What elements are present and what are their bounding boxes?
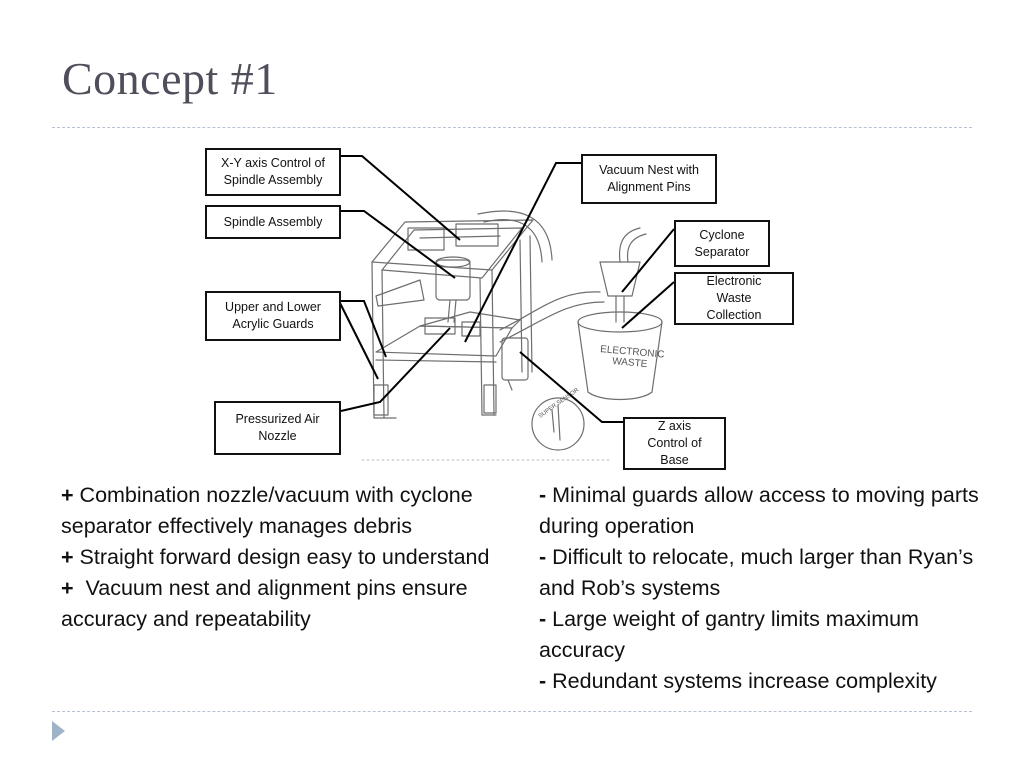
slide-bullet-arrow-icon: [52, 721, 65, 741]
top-divider: [52, 127, 972, 128]
leader-vacuum-nest: [464, 162, 581, 343]
pro-item: + Combination nozzle/vacuum with cyclone…: [61, 483, 473, 538]
con-item: - Minimal guards allow access to moving …: [539, 483, 979, 538]
callout-z-axis-control: Z axis Control of Base: [623, 417, 726, 470]
leader-spindle: [339, 210, 456, 279]
callout-xy-axis-control: X-Y axis Control of Spindle Assembly: [205, 148, 341, 196]
leader-nozzle: [340, 327, 451, 412]
page-title: Concept #1: [62, 53, 278, 104]
callout-acrylic-guards: Upper and Lower Acrylic Guards: [205, 291, 341, 341]
bucket-label-2: WASTE: [612, 356, 648, 370]
pros-list: + Combination nozzle/vacuum with cyclone…: [61, 480, 511, 635]
leader-xy-axis: [339, 155, 461, 241]
leader-cyclone: [621, 228, 675, 293]
leader-z-axis: [519, 351, 623, 423]
con-item: - Difficult to relocate, much larger tha…: [539, 545, 974, 600]
pro-item: + Straight forward design easy to unders…: [61, 545, 490, 569]
callout-electronic-waste: Electronic Waste Collection: [674, 272, 794, 325]
callout-spindle-assembly: Spindle Assembly: [205, 205, 341, 239]
con-item: - Redundant systems increase complexity: [539, 669, 937, 693]
bottom-divider: [52, 711, 972, 712]
callout-vacuum-nest: Vacuum Nest with Alignment Pins: [581, 154, 717, 204]
pro-item: + Vacuum nest and alignment pins ensure …: [61, 576, 474, 631]
callout-pressurized-air-nozzle: Pressurized Air Nozzle: [214, 401, 341, 455]
callout-cyclone-separator: Cyclone Separator: [674, 220, 770, 267]
leader-waste: [621, 281, 675, 329]
con-item: - Large weight of gantry limits maximum …: [539, 607, 919, 662]
cons-list: - Minimal guards allow access to moving …: [539, 480, 999, 697]
leader-guards-1: [339, 300, 387, 358]
leader-guards-2: [338, 300, 379, 380]
